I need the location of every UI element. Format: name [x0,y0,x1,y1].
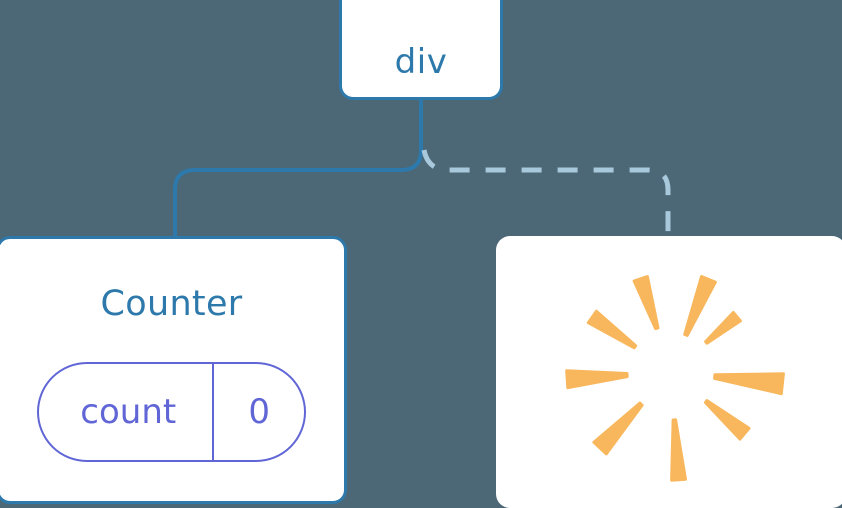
sparkle-ray-8 [670,418,687,482]
state-value: 0 [248,392,271,432]
sparkle-ray-1 [683,275,717,337]
node-counter-label: Counter [100,284,243,324]
node-div-label: div [394,42,448,82]
sparkle-ray-3 [632,275,660,331]
sparkle-ray-6 [713,372,785,396]
node-burst[interactable] [496,236,842,508]
sparkle-ray-7 [703,399,751,441]
sparkle-ray-4 [586,309,638,350]
node-counter[interactable]: Counter count 0 [0,236,347,504]
sparkle-ray-5 [565,369,629,390]
sparkle-burst-icon [565,275,785,482]
state-key: count [80,392,177,432]
state-pill[interactable]: count 0 [36,362,307,462]
connector-div-to-counter [173,98,423,240]
node-div[interactable]: div [339,0,503,100]
sparkle-ray-9 [592,401,644,456]
state-pill-divider [211,364,215,460]
sparkle-ray-2 [704,311,742,345]
connector-div-to-burst [421,149,671,238]
